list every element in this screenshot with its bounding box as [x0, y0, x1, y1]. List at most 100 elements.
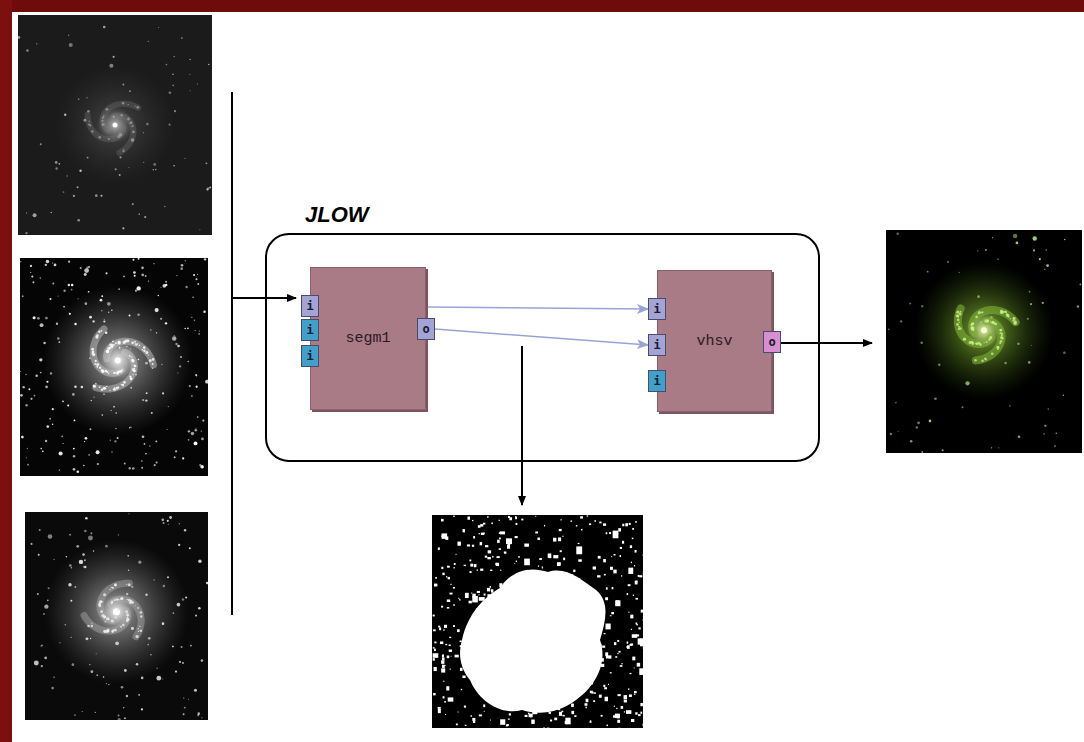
star-dot — [46, 381, 48, 383]
star-dot — [32, 281, 34, 283]
mask-speckle — [612, 587, 614, 589]
mask-speckle — [572, 616, 575, 618]
mask-speckle — [492, 556, 493, 558]
star-dot — [147, 644, 149, 646]
star-dot — [103, 676, 104, 677]
star-dot — [72, 393, 75, 396]
mask-speckle — [627, 645, 630, 649]
star-dot — [96, 450, 100, 454]
mask-speckle — [548, 553, 552, 557]
star-dot — [20, 261, 21, 262]
arm-knot — [94, 363, 96, 365]
mask-speckle — [605, 597, 608, 600]
mask-speckle — [497, 556, 500, 558]
mask-speckle — [552, 637, 554, 639]
star-dot — [909, 303, 911, 305]
star-dot — [138, 561, 141, 564]
mask-speckle — [442, 657, 445, 660]
star-dot — [166, 64, 168, 66]
mask-speckle — [615, 600, 620, 606]
mask-speckle — [551, 671, 553, 673]
mask-speckle — [632, 634, 637, 638]
arm-knot — [956, 323, 959, 326]
arm-knot — [138, 631, 139, 632]
star-dot — [89, 664, 90, 665]
star-dot — [194, 429, 197, 432]
port-box: i — [301, 295, 319, 317]
star-dot — [1039, 258, 1041, 260]
mask-speckle — [640, 703, 643, 706]
arm-knot — [126, 339, 129, 342]
mask-speckle — [487, 588, 490, 592]
star-dot — [155, 308, 159, 312]
arm-knot — [132, 360, 135, 363]
star-dot — [63, 289, 65, 291]
star-dot — [1009, 405, 1010, 406]
star-dot — [75, 586, 77, 588]
star-dot — [46, 260, 50, 264]
mask-speckle — [628, 568, 633, 574]
mask-speckle — [507, 724, 509, 726]
mask-speckle — [443, 696, 445, 698]
mask-speckle — [481, 619, 486, 624]
star-dot — [39, 358, 42, 361]
mask-speckle — [478, 594, 479, 596]
arm-knot — [96, 363, 99, 366]
arm-knot — [988, 339, 990, 341]
mask-speckle — [529, 714, 533, 718]
mask-speckle — [475, 663, 477, 665]
star-dot — [153, 263, 154, 264]
mask-speckle — [467, 544, 470, 546]
star-dot — [1044, 269, 1045, 270]
star-dot — [128, 570, 129, 571]
mask-speckle — [539, 629, 542, 633]
mask-speckle — [469, 601, 472, 604]
star-dot — [84, 530, 87, 533]
mask-speckle — [480, 542, 482, 545]
star-dot — [118, 714, 120, 716]
arm-knot — [991, 352, 994, 355]
star-dot — [84, 268, 89, 273]
arm-knot — [960, 311, 962, 313]
mask-speckle — [620, 547, 622, 549]
mask-speckle — [624, 695, 627, 699]
arm-knot — [992, 322, 994, 324]
mask-speckle — [576, 546, 582, 554]
star-dot — [21, 436, 24, 439]
star-dot — [47, 600, 49, 602]
mask-speckle — [525, 663, 527, 665]
mask-speckle — [487, 613, 489, 615]
star-dot — [135, 605, 136, 606]
star-dot — [201, 430, 202, 431]
arm-knot — [135, 344, 137, 346]
arm-knot — [1010, 318, 1012, 320]
mask-speckle — [605, 697, 608, 702]
star-dot — [204, 258, 206, 260]
mask-speckle — [505, 631, 507, 634]
mask-speckle — [559, 639, 561, 641]
arm-knot — [129, 121, 132, 124]
star-dot — [208, 64, 209, 65]
star-dot — [175, 670, 177, 672]
mask-speckle — [498, 627, 502, 631]
star-dot — [96, 674, 98, 676]
arm-knot — [117, 371, 119, 373]
star-dot — [83, 566, 84, 567]
star-dot — [44, 605, 48, 609]
mask-speckle — [516, 523, 518, 525]
star-dot — [1028, 361, 1031, 364]
mask-speckle — [484, 660, 485, 661]
star-dot — [20, 394, 23, 397]
arm-knot — [957, 316, 959, 318]
star-dot — [190, 645, 192, 647]
mask-speckle — [627, 593, 628, 595]
star-dot — [73, 455, 75, 457]
arm-knot — [140, 629, 143, 632]
mask-speckle — [549, 618, 551, 619]
mask-speckle — [621, 706, 624, 709]
mask-speckle — [542, 577, 544, 579]
mask-speckle — [592, 607, 595, 609]
process-name: segm1 — [345, 330, 390, 347]
mask-speckle — [630, 673, 632, 674]
port-label: i — [653, 302, 660, 316]
